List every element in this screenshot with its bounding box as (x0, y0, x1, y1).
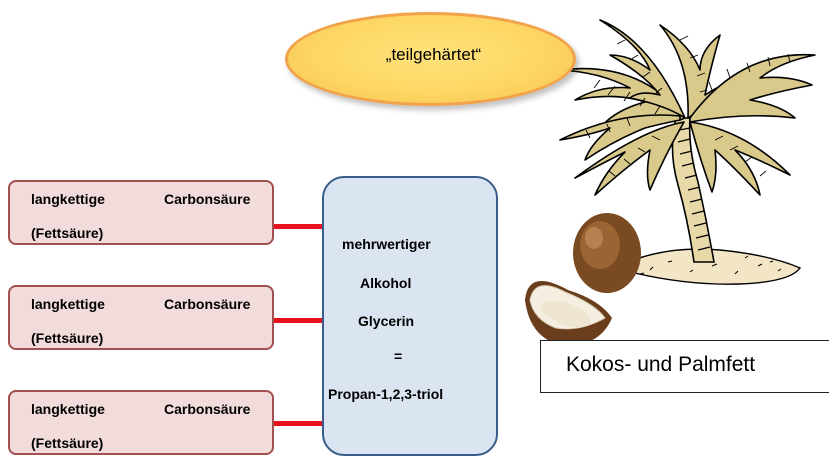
fatty-acid-word-2: Carbonsäure (164, 296, 251, 312)
teilgehaertet-ellipse: „teilgehärtet“ (285, 12, 576, 106)
fatty-acid-box-3: langkettige Carbonsäure (Fettsäure) (8, 390, 274, 455)
ester-bond-connector-1 (274, 224, 322, 229)
fatty-acid-word-3: (Fettsäure) (31, 435, 104, 451)
fatty-acid-word-2: Carbonsäure (164, 401, 251, 417)
ellipse-label: „teilgehärtet“ (385, 45, 482, 64)
fatty-acid-word-1: langkettige (31, 191, 105, 207)
fatty-acid-word-3: (Fettsäure) (31, 330, 104, 346)
coconut-icon (573, 213, 641, 293)
alcohol-line-5: Propan-1,2,3-triol (328, 386, 444, 402)
kokos-palmfett-caption: Kokos- und Palmfett (540, 340, 829, 393)
fatty-acid-word-3: (Fettsäure) (31, 225, 104, 241)
alcohol-line-1: mehrwertiger (342, 236, 431, 252)
coconut-half-icon (525, 281, 612, 346)
fatty-acid-word-1: langkettige (31, 296, 105, 312)
fatty-acid-word-1: langkettige (31, 401, 105, 417)
alcohol-line-2: Alkohol (360, 275, 412, 291)
fatty-acid-box-1: langkettige Carbonsäure (Fettsäure) (8, 180, 274, 245)
fatty-acid-word-2: Carbonsäure (164, 191, 251, 207)
ester-bond-connector-2 (274, 318, 322, 323)
glycerin-box: mehrwertiger Alkohol Glycerin = Propan-1… (322, 176, 498, 456)
alcohol-line-4: = (394, 348, 403, 364)
ester-bond-connector-3 (274, 421, 322, 426)
caption-text: Kokos- und Palmfett (566, 353, 756, 376)
alcohol-line-3: Glycerin (358, 313, 415, 329)
fatty-acid-box-2: langkettige Carbonsäure (Fettsäure) (8, 285, 274, 350)
